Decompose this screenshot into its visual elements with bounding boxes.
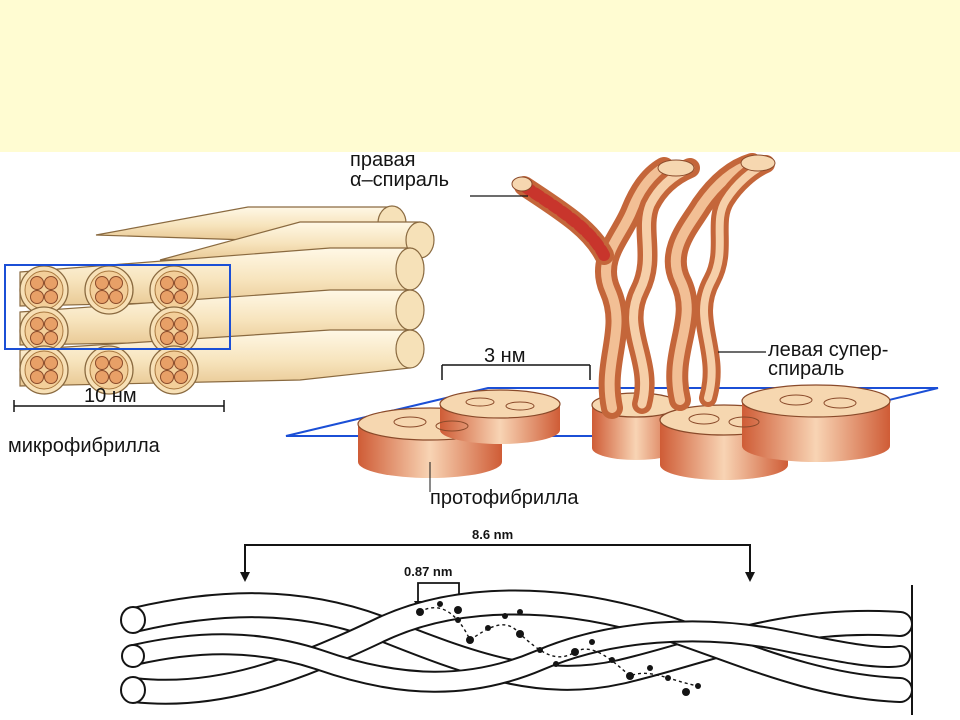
- helix-strand-ends: [120, 606, 146, 704]
- protofibril-cross-section: [160, 276, 174, 290]
- microfibril-label: микрофибрилла: [8, 435, 161, 457]
- protofibril-cross-section: [109, 276, 123, 290]
- right-alpha-helix-label-line1: правая: [350, 149, 415, 171]
- three-nm-scale-bracket: [441, 364, 591, 380]
- microfibril-highlight-frame: [4, 264, 231, 350]
- slide-title-band: [0, 0, 960, 152]
- residue-dot: [437, 601, 443, 607]
- microfibril-rods-front: [19, 247, 425, 387]
- protofibril-cross-section: [109, 290, 123, 304]
- right-alpha-helix-label-line2: α–спираль: [350, 169, 449, 191]
- protofibril-cross-section: [160, 317, 174, 331]
- protofibril-cross-section: [174, 370, 188, 384]
- residue-dot: [517, 609, 523, 615]
- protofibril-cross-section: [160, 356, 174, 370]
- residue-path: [419, 607, 699, 687]
- ten-nm-scale-bracket: [13, 400, 225, 412]
- three-nm-label: 3 нм: [484, 345, 525, 367]
- protofibril-cross-section: [30, 331, 44, 345]
- protofibril-cross-section: [44, 356, 58, 370]
- protofibril-cross-section: [160, 290, 174, 304]
- protofibril-discs: [357, 384, 891, 480]
- right-alpha-helix-strand: [511, 176, 614, 265]
- protofibril-cross-section: [109, 356, 123, 370]
- protofibril-cross-section: [95, 276, 109, 290]
- period-length-bracket: [240, 544, 755, 582]
- period-length-label: 8.6 nm: [472, 527, 513, 542]
- residue-dot: [454, 606, 462, 614]
- protofibril-cross-section: [174, 331, 188, 345]
- triple-helix-diagram: 8.6 nm 0.87 nm: [120, 527, 913, 715]
- protofibril-label: протофибрилла: [430, 487, 579, 509]
- protofibril-cross-section: [30, 290, 44, 304]
- protofibril-cross-section: [30, 276, 44, 290]
- residue-dot: [626, 672, 634, 680]
- residue-dot: [466, 636, 474, 644]
- microfibril-rods-back: [95, 205, 435, 261]
- helix-strand-c: [123, 620, 911, 693]
- protofibril-cross-section: [174, 290, 188, 304]
- residue-dot: [589, 639, 595, 645]
- left-superhelix-label-line2: спираль: [768, 358, 844, 380]
- protofibril-cross-section: [44, 276, 58, 290]
- protofibril-cross-section: [95, 370, 109, 384]
- protofibril-cross-section: [30, 356, 44, 370]
- protofibril-cross-section: [109, 370, 123, 384]
- residue-dot: [553, 661, 559, 667]
- protofibril-cross-section: [95, 290, 109, 304]
- left-superhelix-label-line1: левая супер-: [768, 339, 888, 361]
- protofibril-cross-section: [30, 317, 44, 331]
- protofibril-cross-section: [160, 370, 174, 384]
- protofibril-cross-section: [44, 331, 58, 345]
- protofibril-cross-section: [44, 290, 58, 304]
- protofibril-cross-section: [30, 370, 44, 384]
- ten-nm-label: 10 нм: [84, 385, 137, 407]
- microfibril-cross-sections: [19, 265, 199, 395]
- protofibril-cross-section: [174, 276, 188, 290]
- protofibril-cross-section: [160, 331, 174, 345]
- left-superhelix-strands: [594, 153, 776, 419]
- protofibril-cross-section: [95, 356, 109, 370]
- protofibril-assembly: 3 нм правая α–спираль левая супер- спира…: [285, 149, 939, 509]
- residue-dot: [647, 665, 653, 671]
- protofibril-cross-section: [44, 317, 58, 331]
- protofibril-cross-section: [174, 356, 188, 370]
- protofibril-cross-section: [174, 317, 188, 331]
- residue-dot: [571, 648, 579, 656]
- residue-dot: [609, 657, 615, 663]
- protofibril-cross-section: [44, 370, 58, 384]
- residue-dot: [682, 688, 690, 696]
- residue-dot: [502, 613, 508, 619]
- protofibril-cross-section-plane: [285, 387, 939, 437]
- helix-strand-b: [121, 589, 913, 705]
- alpha-helix-residues: [416, 601, 701, 696]
- residue-rise-label: 0.87 nm: [404, 564, 452, 579]
- microfibril-bundle: 10 нм микрофибрилла: [4, 205, 435, 457]
